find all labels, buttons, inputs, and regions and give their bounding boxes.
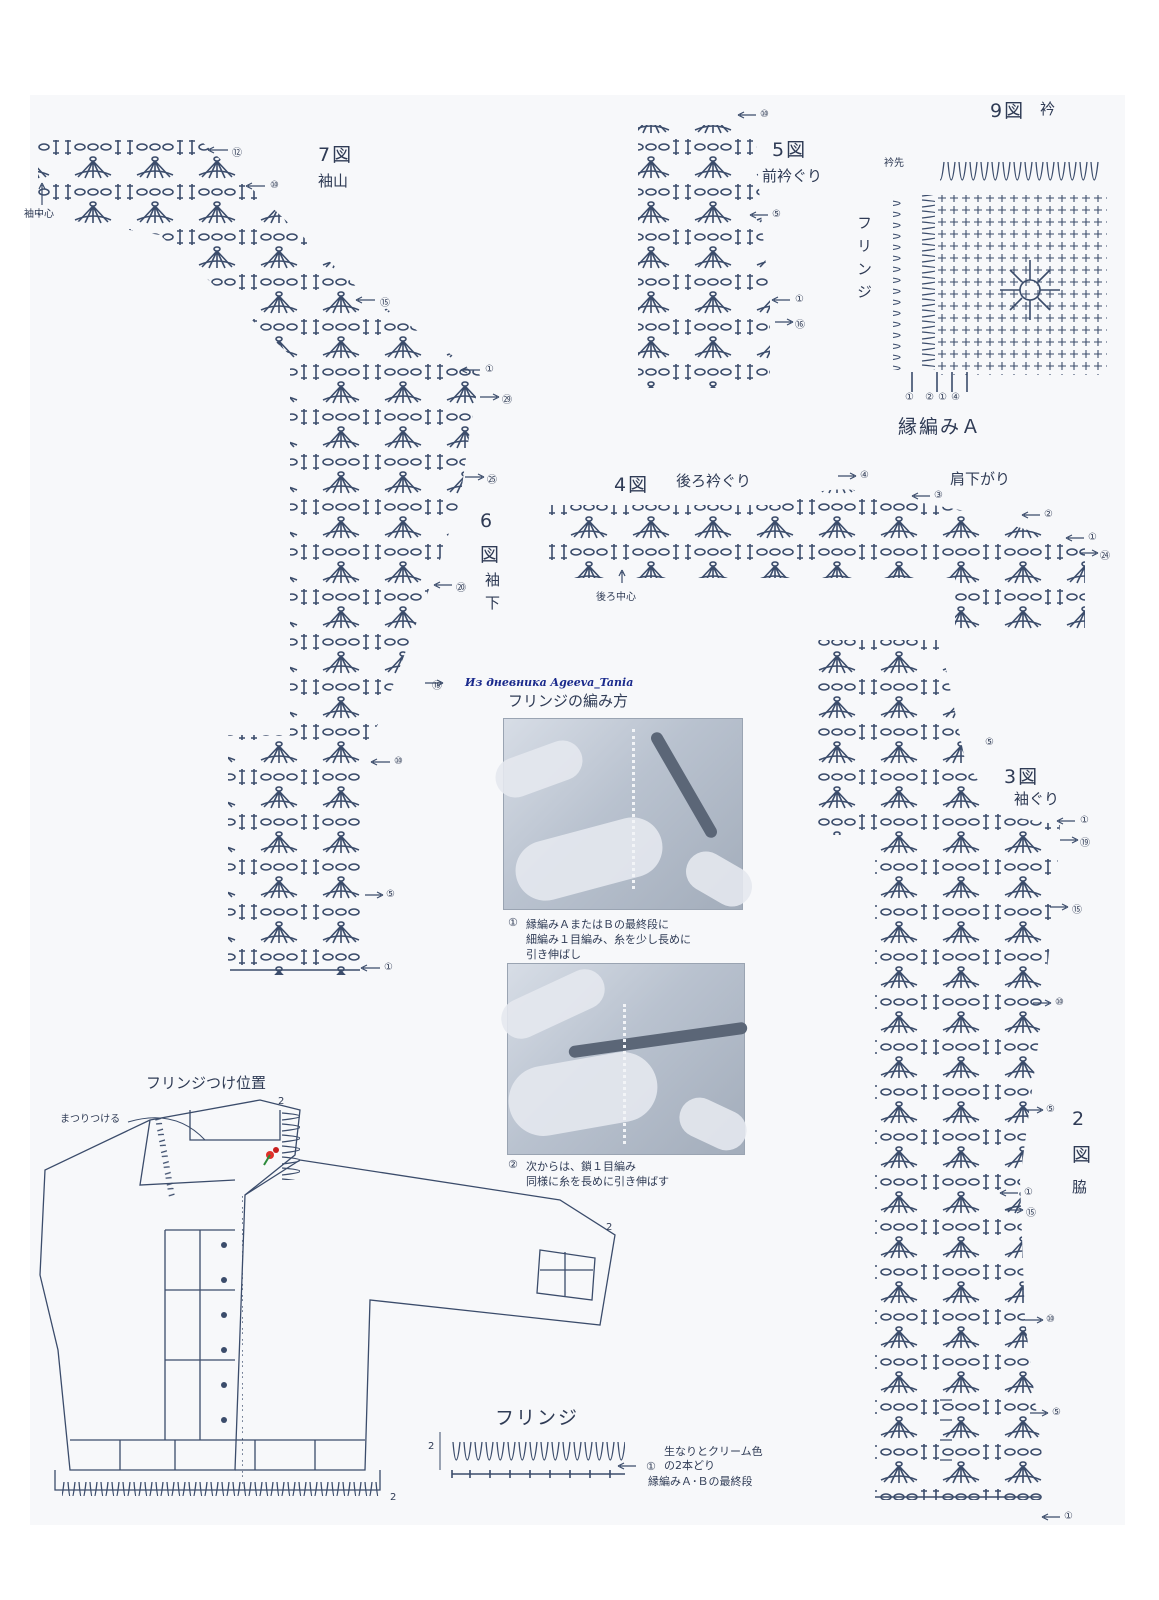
fringe-position-dim: 2 bbox=[278, 1096, 285, 1107]
fig9-edging-label: 縁編みＡ bbox=[898, 416, 983, 438]
fringe-step1-line3: 引き伸ばし bbox=[526, 948, 581, 961]
fringe-step2-photo bbox=[494, 962, 754, 1157]
fringe-legend-edge-label: 縁編みＡ･Ｂの最終段 bbox=[648, 1475, 753, 1488]
fig5-row-label: ⑯ bbox=[795, 320, 805, 331]
fig3-row-label: ⑤ bbox=[985, 737, 994, 748]
fig3-row-label: ⑲ bbox=[1080, 838, 1090, 849]
fig4-row-label: ㉔ bbox=[1100, 551, 1110, 562]
fig4-row-label: ① bbox=[1088, 532, 1097, 543]
flower-motif bbox=[263, 1147, 279, 1166]
fig2-row-label: ⑩ bbox=[1046, 1314, 1055, 1325]
fringe-step1-line2: 細編み１目編み、糸を少し長めに bbox=[526, 933, 691, 946]
buttons bbox=[221, 1242, 227, 1423]
fringe-legend-dim: 2 bbox=[428, 1441, 435, 1452]
fig2-row-label: ① bbox=[1064, 1511, 1073, 1522]
fig6-row-label: ⑳ bbox=[456, 583, 466, 594]
fringe-legend-yarn-line2: の2本どり bbox=[664, 1459, 715, 1472]
fringe-position-dim: 2 bbox=[390, 1492, 397, 1503]
fig5-title: 前衿ぐり bbox=[762, 167, 823, 185]
fig4-title: 後ろ衿ぐり bbox=[676, 472, 752, 490]
fig6-title: 袖下 bbox=[483, 572, 501, 618]
fig9-bottom-marks: ① ②①④ bbox=[905, 392, 965, 403]
fig2-row-label: ① bbox=[1024, 1187, 1033, 1198]
fig2-row-label: ⑤ bbox=[1052, 1407, 1061, 1418]
fig2-title: 脇 bbox=[1072, 1178, 1088, 1196]
fringe-step2-line2: 同様に糸を長めに引き伸ばす bbox=[526, 1175, 669, 1188]
fringe-method-title: フリンジの編み方 bbox=[508, 692, 629, 710]
fig4-row-label: ② bbox=[1044, 509, 1053, 520]
fringe-legend-edge-mark: ① bbox=[646, 1460, 656, 1473]
fig3-row-label: ⑩ bbox=[1055, 997, 1064, 1008]
fig6-row-label: ① bbox=[485, 364, 494, 375]
fig5-number: 5図 bbox=[772, 139, 808, 161]
sleeve-chart bbox=[38, 140, 480, 975]
fig2-row-label: ⑤ bbox=[1046, 1104, 1055, 1115]
fig6-row-label: ⑤ bbox=[386, 889, 395, 900]
fig6-number-bottom: 図 bbox=[480, 544, 502, 566]
fig9-fringe-label: フリンジ bbox=[855, 215, 873, 307]
fringe-step1-photo bbox=[489, 718, 760, 914]
fig3-title: 袖ぐり bbox=[1014, 790, 1060, 808]
fig6-row-label: ⑮ bbox=[380, 298, 390, 309]
fig4-shoulder-label: 肩下がり bbox=[950, 470, 1011, 488]
fig6-number-top: 6 bbox=[480, 510, 495, 532]
fig6-row-label: ⑩ bbox=[394, 756, 403, 767]
fig4-number: 4図 bbox=[614, 474, 650, 496]
fig3-number: 3図 bbox=[1004, 766, 1040, 788]
fig6-row-label: ㉕ bbox=[487, 475, 497, 486]
fig2-number-bottom: 図 bbox=[1072, 1144, 1094, 1166]
fig4-row-label: ③ bbox=[934, 490, 943, 501]
fringe-step1-mark: ① bbox=[508, 916, 518, 929]
fringe-legend-yarn-line1: 生なりとクリーム色 bbox=[664, 1445, 763, 1458]
fig3-row-label: ① bbox=[1080, 815, 1089, 826]
fringe-position-title: フリンジつけ位置 bbox=[146, 1074, 267, 1092]
fig2-row-label: ⑮ bbox=[1026, 1208, 1036, 1219]
fig4-row-label: ④ bbox=[860, 470, 869, 481]
fig7-title: 袖山 bbox=[318, 172, 349, 190]
fig7-row-label: ⑩ bbox=[270, 180, 279, 191]
fringe-step1-line1: 縁編みＡまたはＢの最終段に bbox=[526, 918, 669, 931]
fig5-row-label: ⑤ bbox=[772, 209, 781, 220]
fig7-center-label: 袖中心 bbox=[24, 209, 54, 220]
fig7-row-label: ⑫ bbox=[232, 148, 242, 159]
fig2-number-top: 2 bbox=[1072, 1108, 1087, 1130]
fig7-number: 7図 bbox=[318, 144, 354, 166]
watermark: Из дневника Ageeva_Tania bbox=[465, 676, 634, 689]
fringe-position-dim: 2 bbox=[606, 1222, 613, 1233]
fringe-position-sew-label: まつりつける bbox=[60, 1114, 121, 1125]
fig9-title: 衿 bbox=[1040, 100, 1056, 118]
fig6-row-label: ⑮ bbox=[432, 681, 442, 692]
fig6-row-label: ① bbox=[384, 962, 393, 973]
fig9-number: 9図 bbox=[990, 100, 1026, 122]
fringe-legend-title: フリンジ bbox=[495, 1407, 580, 1429]
fig5-row-label: ⑩ bbox=[760, 109, 769, 120]
fig4-center-label: 後ろ中心 bbox=[596, 592, 636, 603]
fringe-step2-mark: ② bbox=[508, 1158, 518, 1171]
fig6-row-label: ㉙ bbox=[502, 395, 512, 406]
fringe-step2-line1: 次からは、鎖１目編み bbox=[526, 1160, 636, 1173]
fig3-row-label: ⑮ bbox=[1072, 905, 1082, 916]
fig5-row-label: ① bbox=[795, 294, 804, 305]
fig9-corner-label: 衿先 bbox=[884, 158, 904, 169]
